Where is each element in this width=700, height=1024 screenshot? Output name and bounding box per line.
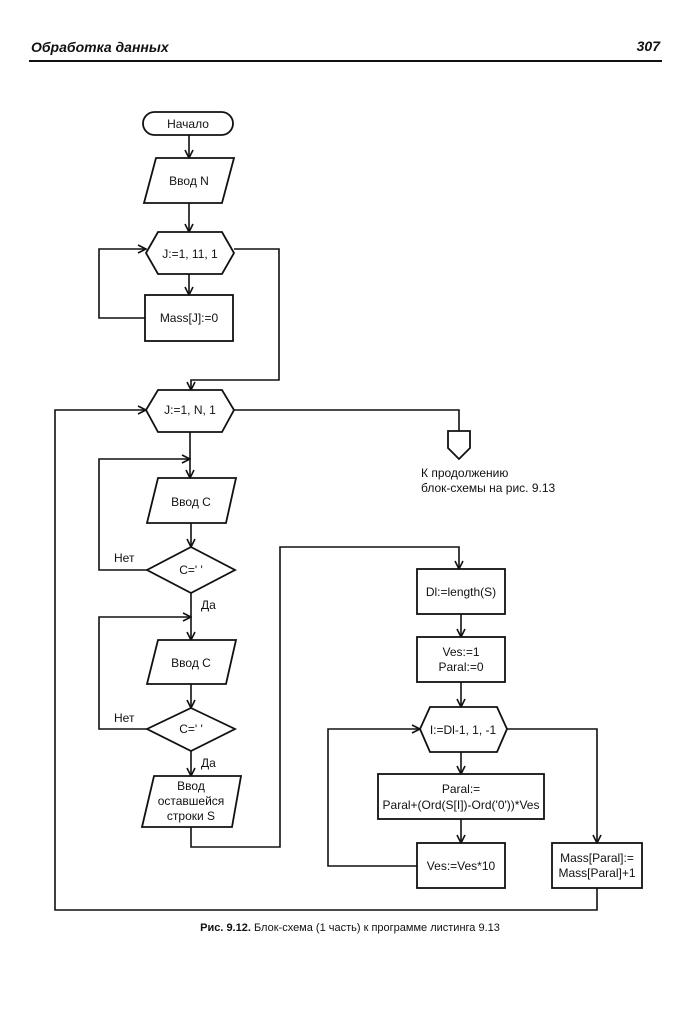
cond1-diamond: C=' ' xyxy=(145,545,237,595)
cond1-no-label: Нет xyxy=(114,551,135,565)
cond2-no-edge xyxy=(98,617,191,730)
ves-mul-block: Ves:=Ves*10 xyxy=(416,842,506,889)
cond2-no-label: Нет xyxy=(114,711,135,725)
loop2-label: J:=1, N, 1 xyxy=(164,403,216,417)
input-s-line1: Ввод xyxy=(177,779,205,793)
loop1-back-edge xyxy=(98,249,146,319)
init-vars-line1: Ves:=1 xyxy=(442,645,479,659)
cond1-label: C=' ' xyxy=(179,563,203,577)
input-s-block: Ввод оставшейся строки S xyxy=(140,775,243,828)
connector-note: К продолжению блок-схемы на рис. 9.13 xyxy=(421,466,555,496)
mass-inc-block: Mass[Paral]:= Mass[Paral]+1 xyxy=(551,842,643,889)
input-s-line3: строки S xyxy=(167,809,215,823)
init-vars-line2: Paral:=0 xyxy=(438,660,483,674)
running-header-title: Обработка данных xyxy=(31,39,169,55)
loop3-exit-edge xyxy=(507,728,597,843)
cond1-no-edge xyxy=(98,459,190,571)
loop3-block: I:=Dl-1, 1, -1 xyxy=(419,706,508,753)
to-right-column-edge xyxy=(190,546,459,848)
page-number: 307 xyxy=(636,38,660,54)
loop2-block: J:=1, N, 1 xyxy=(144,389,236,433)
loop3-label: I:=Dl-1, 1, -1 xyxy=(430,723,497,737)
dl-assign-block: Dl:=length(S) xyxy=(416,568,506,615)
input-c1-block: Ввод C xyxy=(145,477,238,524)
connector-note-line1: К продолжению xyxy=(421,466,509,480)
start-terminator: Начало xyxy=(142,111,234,136)
loop1-label: J:=1, 11, 1 xyxy=(162,247,218,261)
dl-assign-label: Dl:=length(S) xyxy=(426,585,496,599)
paral-calc-block: Paral:= Paral+(Ord(S[I])-Ord('0'))*Ves xyxy=(377,773,545,820)
input-s-line2: оставшейся xyxy=(158,794,225,808)
loop1-exit-edge xyxy=(191,248,280,390)
paral-calc-line1: Paral:= xyxy=(442,782,480,796)
figure-caption: Рис. 9.12. Блок-схема (1 часть) к програ… xyxy=(0,922,700,934)
init-mass-block: Mass[J]:=0 xyxy=(144,294,234,342)
input-n-label: Ввод N xyxy=(169,174,209,188)
header-rule xyxy=(29,60,662,62)
cond2-yes-label: Да xyxy=(201,756,216,770)
loop2-back-edge xyxy=(54,410,598,911)
connector-note-line2: блок-схемы на рис. 9.13 xyxy=(421,481,556,495)
ves-mul-label: Ves:=Ves*10 xyxy=(427,859,496,873)
cond2-diamond: C=' ' xyxy=(144,707,238,753)
start-label: Начало xyxy=(167,117,209,131)
mass-inc-line1: Mass[Paral]:= xyxy=(560,851,634,865)
input-c2-block: Ввод C xyxy=(145,639,238,685)
figure-caption-text: Блок-схема (1 часть) к программе листинг… xyxy=(250,922,500,934)
input-n-block: Ввод N xyxy=(142,157,236,204)
input-c2-label: Ввод C xyxy=(171,656,211,670)
loop2-exit-edge xyxy=(234,409,460,431)
offpage-connector xyxy=(447,430,471,461)
paral-calc-line2: Paral+(Ord(S[I])-Ord('0'))*Ves xyxy=(383,798,540,812)
init-vars-block: Ves:=1 Paral:=0 xyxy=(416,636,506,683)
loop3-back-edge xyxy=(327,729,420,867)
input-c1-label: Ввод C xyxy=(171,495,211,509)
mass-inc-line2: Mass[Paral]+1 xyxy=(558,866,635,880)
cond1-yes-label: Да xyxy=(201,598,216,612)
loop1-block: J:=1, 11, 1 xyxy=(144,231,236,275)
init-mass-label: Mass[J]:=0 xyxy=(160,311,219,325)
cond2-label: C=' ' xyxy=(179,722,203,736)
figure-number: Рис. 9.12. xyxy=(200,922,251,934)
